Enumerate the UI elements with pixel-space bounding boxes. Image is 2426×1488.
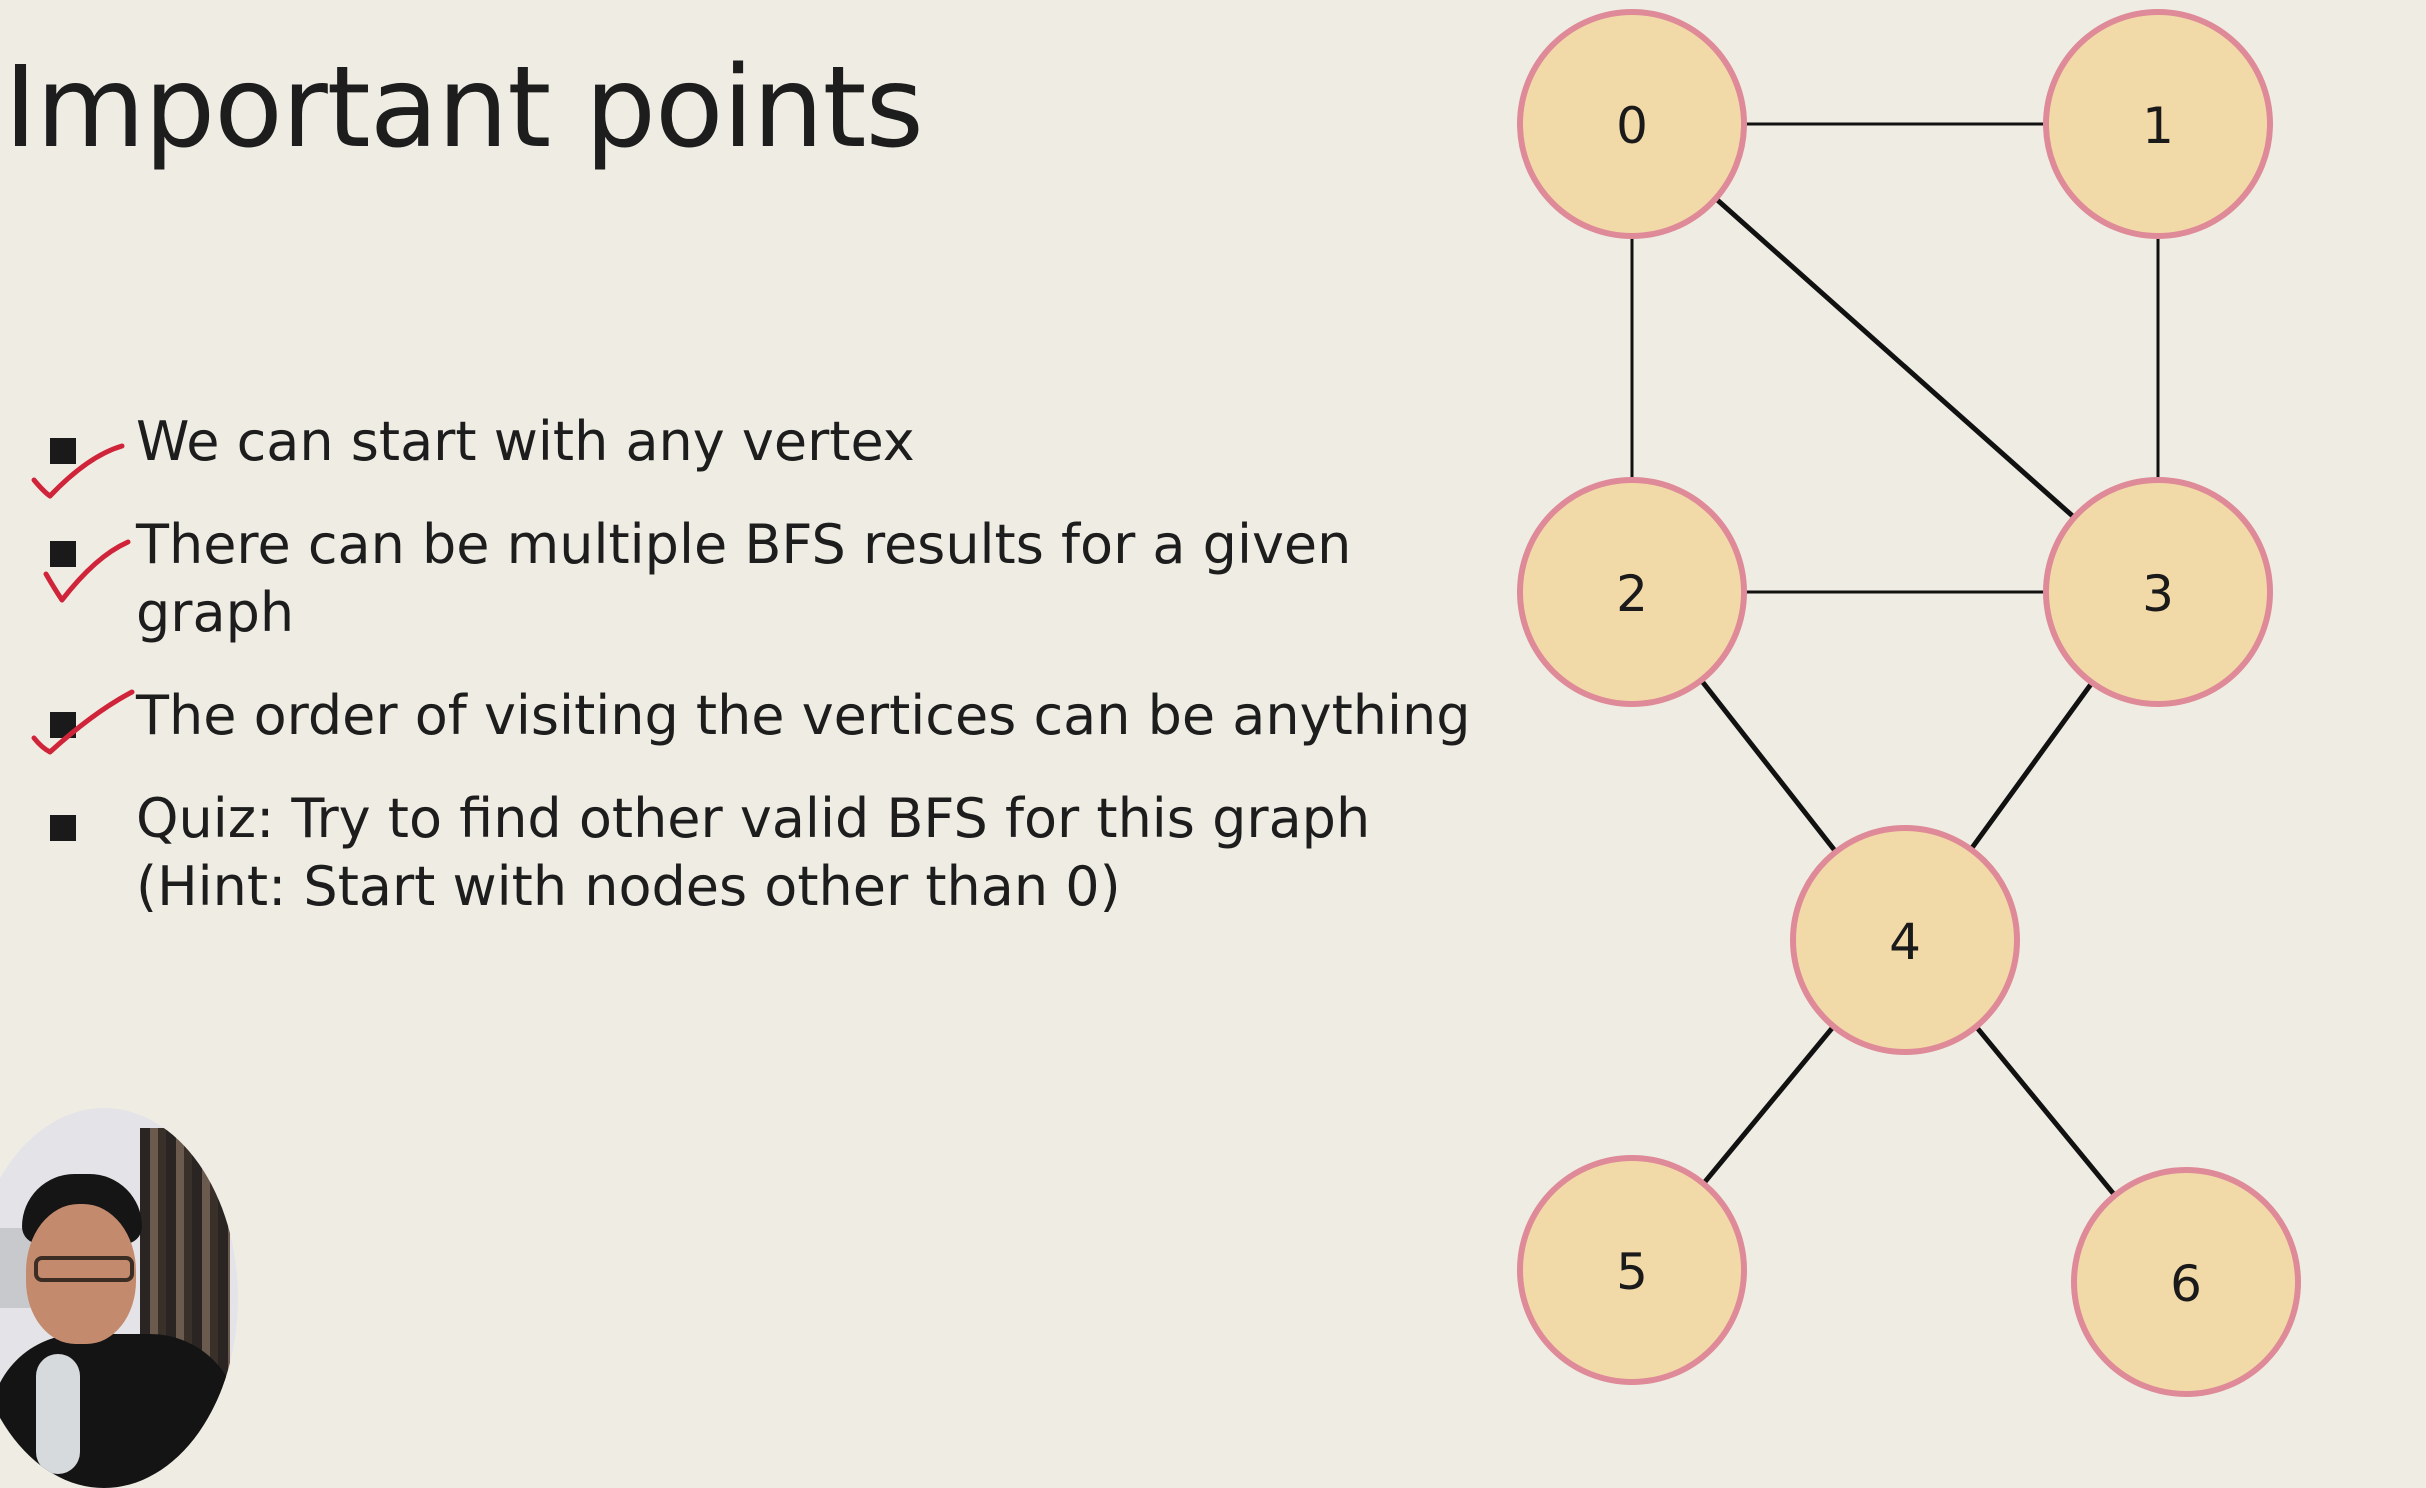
graph-edge-0-3: [1714, 196, 2076, 520]
graph-node-label: 2: [1616, 565, 1648, 623]
bullet-text-line: Quiz: Try to find other valid BFS for th…: [136, 787, 1371, 850]
presenter-glasses: [34, 1256, 134, 1282]
graph-node-circle: [1790, 825, 2020, 1055]
square-bullet-icon: [50, 438, 76, 464]
graph-node-1: 1: [2043, 9, 2273, 239]
graph-node-2: 2: [1517, 477, 1747, 707]
graph-node-6: 6: [2071, 1167, 2301, 1397]
graph-node-5: 5: [1517, 1155, 1747, 1385]
bullet-text-line: graph: [136, 581, 295, 644]
graph-node-label: 3: [2142, 565, 2174, 623]
graph-node-label: 0: [1616, 97, 1648, 155]
bullet-item: There can be multiple BFS results for a …: [0, 511, 1420, 647]
bullet-text-line: There can be multiple BFS results for a …: [136, 513, 1352, 576]
webcam-overlay: [0, 1108, 238, 1488]
graph-edge-3-4: [1968, 681, 2095, 851]
microphone-icon: [36, 1354, 80, 1474]
graph-edge-4-5: [1701, 1024, 1836, 1186]
graph-node-label: 4: [1889, 913, 1921, 971]
graph-node-label: 5: [1616, 1243, 1648, 1301]
graph-node-0: 0: [1517, 9, 1747, 239]
graph-nodes: 0 1 2 3 4 5 6: [1517, 9, 2301, 1397]
checkmark-icon: [43, 539, 131, 603]
graph-node-circle: [1517, 9, 1747, 239]
bullet-list: We can start with any vertex There can b…: [0, 400, 1471, 921]
bullet-text-line: The order of visiting the vertices can b…: [136, 684, 1471, 747]
graph-node-circle: [1517, 477, 1747, 707]
graph-node-label: 1: [2142, 97, 2174, 155]
presenter-face: [26, 1204, 136, 1344]
checkmark-icon: [31, 689, 135, 755]
graph-edge-2-4: [1699, 678, 1838, 854]
bullet-text-line: We can start with any vertex: [136, 410, 915, 473]
graph-node-4: 4: [1790, 825, 2020, 1055]
graph-node-circle: [2043, 9, 2273, 239]
graph-node-label: 6: [2170, 1255, 2202, 1313]
graph-edge-4-6: [1974, 1024, 2117, 1198]
graph-node-circle: [1517, 1155, 1747, 1385]
bullet-text-line: (Hint: Start with nodes other than 0): [136, 855, 1121, 918]
bullet-item: Quiz: Try to find other valid BFS for th…: [0, 785, 1420, 921]
bullet-item: The order of visiting the vertices can b…: [0, 682, 1471, 750]
graph-diagram: 0 1 2 3 4 5 6: [1517, 9, 2301, 1397]
checkmark-icon: [31, 443, 125, 499]
slide-title: Important points: [4, 43, 924, 173]
graph-edges: [1630, 122, 2160, 1198]
bullet-item: We can start with any vertex: [0, 408, 1420, 476]
graph-node-circle: [2071, 1167, 2301, 1397]
graph-node-circle: [2043, 477, 2273, 707]
graph-node-3: 3: [2043, 477, 2273, 707]
square-bullet-icon: [50, 541, 76, 567]
square-bullet-icon: [50, 815, 76, 841]
